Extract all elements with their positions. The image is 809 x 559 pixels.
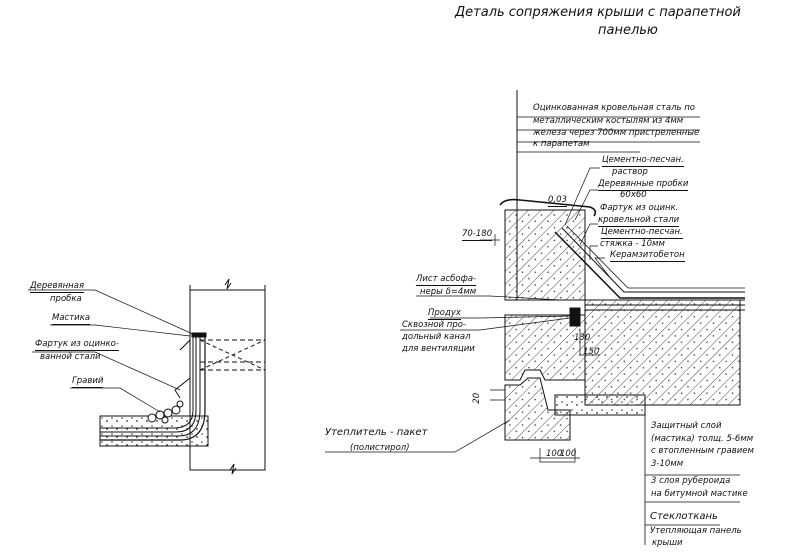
label-apron: Фартук из оцинко- [35,339,119,351]
label-asbestos-1: Лист асбофа- [416,274,477,286]
label-insulation-1: Утеплитель - пакет [325,427,428,438]
label-plugs-2: 60х60 [620,190,647,200]
layer-text: (мастика) толщ. 5-6мм [651,434,754,444]
label-wood-plug: Деревянная [30,281,85,293]
label-plugs-1: Деревянные пробки [598,179,689,191]
label-gravel: Гравий [72,376,104,388]
layer-text: на битумной мастике [651,489,748,499]
dim-100b: 100 [560,449,577,459]
layer-text: 3 слоя рубероида [651,476,731,486]
label-slope: 0,03 [548,195,567,207]
dim-150: 150 [583,347,600,357]
dim-100a: 100 [546,449,563,459]
label-mastic: Мастика [52,313,91,325]
label-mortar-1: Цементно-песчан. [602,155,684,167]
layer-text: Утепляющая панель [650,526,742,536]
label-apron-r-1: Фартук из оцинк. [600,203,679,213]
label-apron-r-2: кровельной стали [598,215,680,227]
label-insulation-2: (полистирол) [350,443,410,453]
label-apron-2: ванной стали [40,352,101,362]
label-wood-plug-2: пробка [50,294,82,304]
drawing-title-line1: Деталь сопряжения крыши с парапетной [455,5,741,20]
label-screed-2: стяжка - 10мм [600,239,665,249]
dim-130: 130 [574,333,591,343]
label-channel-2: дольный канал [402,332,471,342]
dim-70-180: 70-180 [462,229,493,241]
label-steel-3: железа через 700мм пристреленные [533,128,700,138]
label-steel-2: металлическим костылям из 4мм [533,116,684,126]
label-screed-1: Цементно-песчан. [601,227,683,239]
label-channel-1: Сквозной про- [402,320,467,330]
label-steel-1: Оцинкованная кровельная сталь по [533,103,695,113]
layer-text: Стеклоткань [650,511,718,522]
layer-text: крыши [652,538,683,548]
label-mortar-2: раствор [612,167,648,177]
right-roof-detail [325,90,745,545]
layer-text: 3-10мм [651,459,684,469]
label-vent: Продух [428,308,461,320]
layer-text: с втопленным гравием [651,446,754,456]
label-steel-4: к парапетам [533,139,590,149]
left-roof-detail [28,278,266,475]
label-claydite: Керамзитобетон [610,250,685,262]
layer-text: Защитный слой [651,421,722,431]
label-channel-3: для вентиляции [402,344,475,354]
drawing-title-line2: панелью [598,23,658,38]
dim-20: 20 [472,392,483,404]
label-asbestos-2: неры δ=4мм [420,287,477,297]
